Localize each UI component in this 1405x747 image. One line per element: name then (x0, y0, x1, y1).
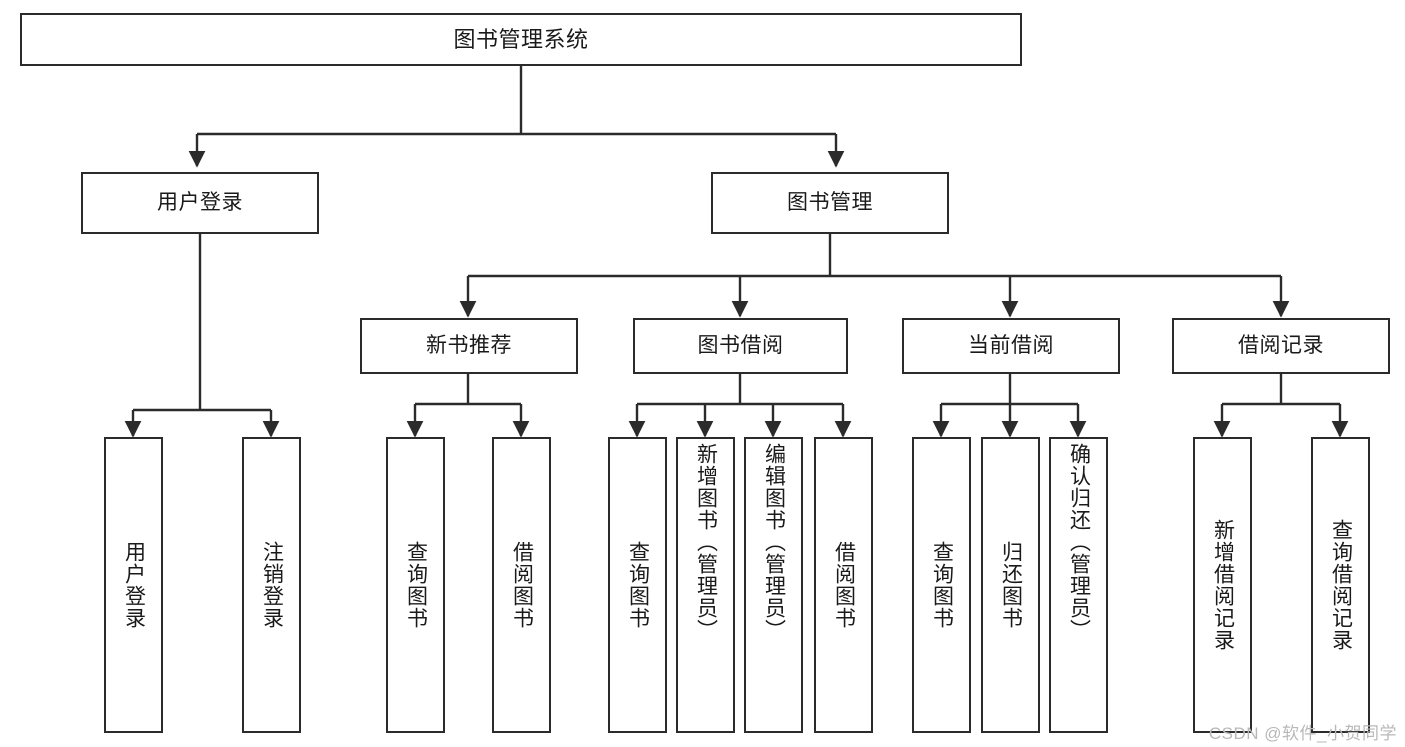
node-borrow-record-label: 借阅记录 (1238, 333, 1324, 357)
leaf-book-borrow-query[interactable]: 查询图书 (608, 437, 667, 733)
leaf-new-book-borrow[interactable]: 借阅图书 (492, 437, 551, 733)
leaf-book-borrow-edit[interactable]: 编辑图书（管理员） (744, 437, 803, 733)
leaf-book-borrow-lend[interactable]: 借阅图书 (814, 437, 873, 733)
leaf-label: 借阅图书 (832, 541, 856, 629)
leaf-label: 新增借阅记录 (1211, 519, 1235, 651)
leaf-new-book-query[interactable]: 查询图书 (386, 437, 445, 733)
leaf-current-borrow-return[interactable]: 归还图书 (981, 437, 1040, 733)
leaf-borrow-record-query[interactable]: 查询借阅记录 (1311, 437, 1370, 733)
leaf-user-login-signin[interactable]: 用户登录 (104, 437, 163, 733)
leaf-label: 注销登录 (260, 541, 284, 629)
node-new-book-recommend-label: 新书推荐 (426, 333, 512, 357)
leaf-label: 查询借阅记录 (1329, 519, 1353, 651)
csdn-watermark: CSDN @软件_小贺同学 (1208, 724, 1397, 743)
node-user-login-label: 用户登录 (157, 190, 243, 214)
node-user-login[interactable]: 用户登录 (81, 172, 319, 234)
node-borrow-record[interactable]: 借阅记录 (1172, 318, 1390, 374)
node-book-borrow-label: 图书借阅 (697, 333, 784, 357)
node-book-management[interactable]: 图书管理 (711, 172, 949, 234)
leaf-current-borrow-query[interactable]: 查询图书 (912, 437, 971, 733)
node-root[interactable]: 图书管理系统 (20, 13, 1022, 66)
leaf-label: 用户登录 (122, 541, 146, 629)
leaf-label: 归还图书 (999, 541, 1023, 629)
node-book-management-label: 图书管理 (787, 190, 873, 214)
leaf-label: 编辑图书（管理员） (762, 443, 786, 641)
leaf-current-borrow-confirm-return[interactable]: 确认归还（管理员） (1049, 437, 1108, 733)
node-book-borrow[interactable]: 图书借阅 (633, 318, 848, 374)
leaf-label: 查询图书 (404, 541, 428, 629)
leaf-label: 确认归还（管理员） (1067, 443, 1091, 641)
leaf-label: 查询图书 (626, 541, 650, 629)
node-new-book-recommend[interactable]: 新书推荐 (360, 318, 578, 374)
leaf-label: 新增图书（管理员） (694, 443, 718, 641)
leaf-label: 查询图书 (930, 541, 954, 629)
node-current-borrow-label: 当前借阅 (968, 333, 1054, 357)
leaf-user-login-signout[interactable]: 注销登录 (242, 437, 301, 733)
leaf-book-borrow-add[interactable]: 新增图书（管理员） (676, 437, 735, 733)
leaf-borrow-record-add[interactable]: 新增借阅记录 (1193, 437, 1252, 733)
node-current-borrow[interactable]: 当前借阅 (902, 318, 1120, 374)
leaf-label: 借阅图书 (510, 541, 534, 629)
node-root-label: 图书管理系统 (453, 26, 589, 52)
